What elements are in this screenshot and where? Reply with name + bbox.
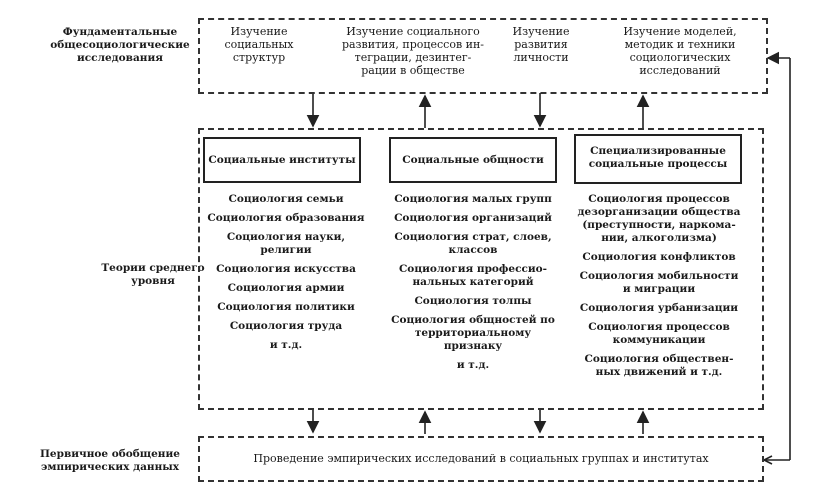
- list-item: Социология семьи: [228, 193, 344, 205]
- column-institutions-list: Социология семьи Социология образования …: [200, 193, 372, 352]
- list-item: Социология урбанизации: [579, 302, 739, 314]
- list-item: Социология организаций: [394, 212, 552, 224]
- fundamental-research-box: [198, 18, 768, 94]
- middle-theories-box: [198, 128, 764, 410]
- level-label-middle: Теории среднего уровня: [101, 262, 205, 287]
- list-item: Социология труда: [229, 320, 343, 332]
- list-item: Социология малых групп: [394, 193, 552, 205]
- top-item-social-development: Изучение социального развития, процессов…: [341, 25, 485, 77]
- list-item: Социология образования: [207, 212, 365, 224]
- list-item: Социология профессио- нальных категорий: [398, 263, 548, 288]
- empirical-research-text: Проведение эмпирических исследований в с…: [253, 452, 709, 465]
- list-item: Социология процессов дезорганизации обще…: [577, 193, 741, 244]
- list-item: Социология обществен- ных движений и т.д…: [584, 353, 734, 378]
- list-item: и т.д.: [269, 339, 303, 351]
- column-processes-list: Социология процессов дезорганизации обще…: [570, 193, 748, 379]
- top-item-social-structures: Изучение социальных структур: [224, 25, 294, 64]
- column-communities-list: Социология малых групп Социология органи…: [383, 193, 563, 372]
- list-item: Социология политики: [217, 301, 355, 313]
- list-item: Социология процессов коммуникации: [588, 321, 730, 346]
- list-item: Социология науки, религии: [226, 231, 346, 256]
- column-header-institutions: Социальные институты: [203, 137, 361, 183]
- list-item: Социология конфликтов: [582, 251, 736, 263]
- list-item: Социология толпы: [414, 295, 532, 307]
- top-item-personality: Изучение развития личности: [512, 25, 570, 64]
- level-label-primary: Первичное обобщение эмпирических данных: [40, 448, 180, 473]
- level-label-fundamental: Фундаментальные общесоциологические иссл…: [50, 26, 190, 64]
- list-item: Социология страт, слоев, классов: [394, 231, 552, 256]
- top-item-research-models: Изучение моделей, методик и техники соци…: [623, 25, 737, 77]
- empirical-research-box: [198, 436, 764, 482]
- list-item: Социология армии: [227, 282, 345, 294]
- list-item: и т.д.: [456, 359, 490, 371]
- list-item: Социология общностей по территориальному…: [391, 314, 555, 352]
- list-item: Социология искусства: [216, 263, 356, 275]
- column-header-processes: Специализированные социальные процессы: [574, 134, 742, 184]
- list-item: Социология мобильности и миграции: [579, 270, 739, 295]
- column-header-communities: Социальные общности: [389, 137, 557, 183]
